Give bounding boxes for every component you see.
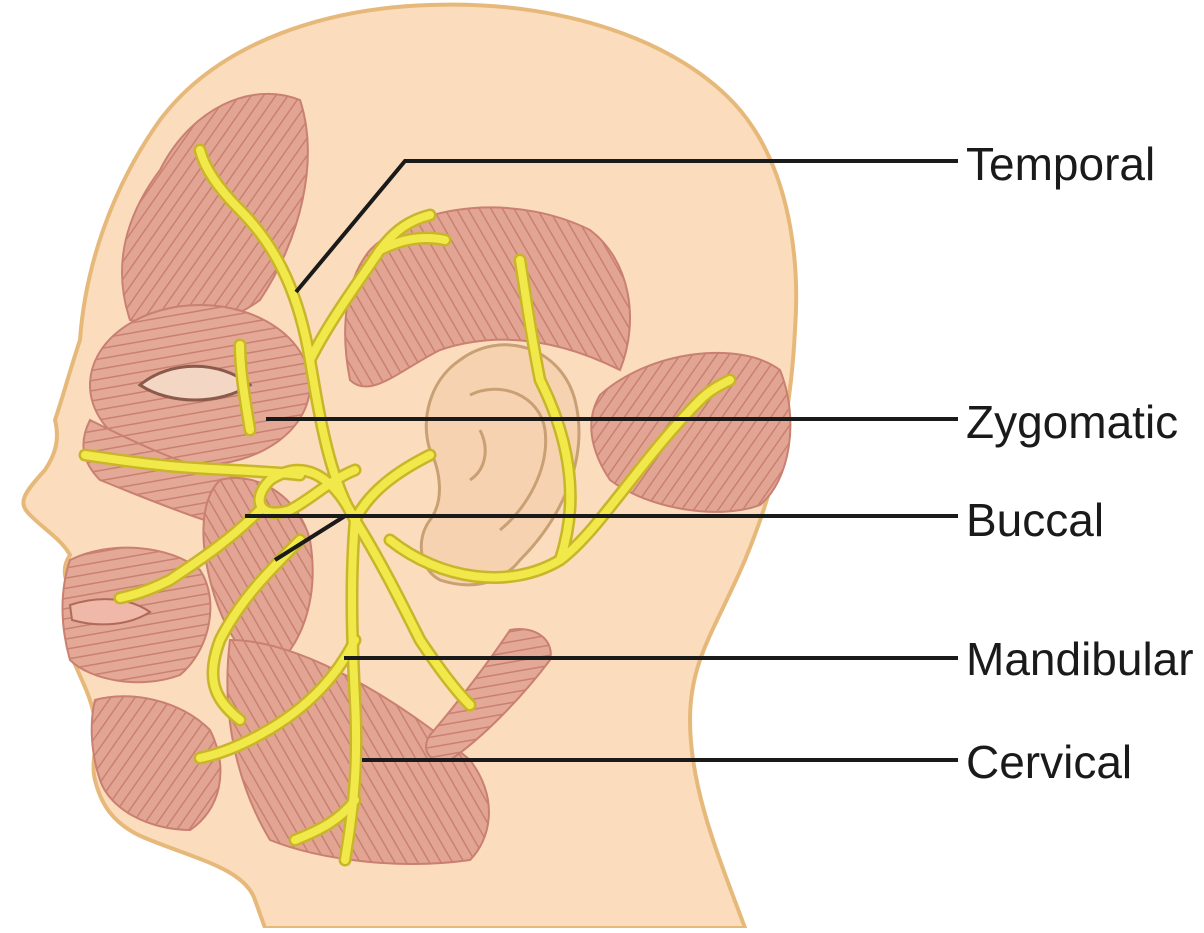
label-zygomatic: Zygomatic <box>966 399 1178 445</box>
label-cervical: Cervical <box>966 739 1132 785</box>
label-mandibular: Mandibular <box>966 636 1194 682</box>
label-temporal: Temporal <box>966 141 1155 187</box>
label-buccal: Buccal <box>966 497 1104 543</box>
